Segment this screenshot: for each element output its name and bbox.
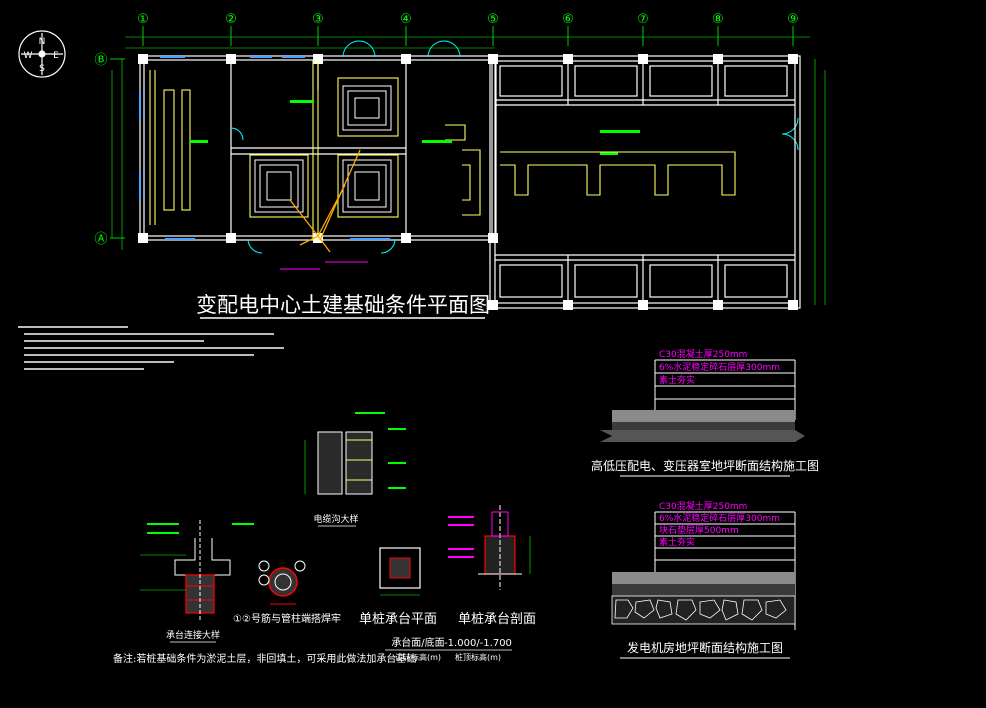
pile-table: 承台面/底面 -1.000/-1.700 设计标高(m) 桩顶标高(m) — [385, 636, 512, 662]
columns — [138, 54, 798, 310]
layer-b-3: 块石垫层厚500mm — [659, 524, 739, 536]
compass-icon: N E S W — [18, 30, 66, 78]
compass-s: S — [39, 64, 45, 74]
transformer-pits — [254, 85, 392, 213]
floor-section-a: C30混凝土厚250mm 6%水泥稳定碎石层厚300mm 素土夯实 高低压配电、… — [591, 348, 819, 477]
layer-b-2: 6%水泥稳定碎石层厚300mm — [659, 512, 780, 524]
green-room-notes — [190, 100, 640, 155]
magenta-annotations — [280, 261, 368, 270]
axis-b: Ⓑ — [94, 53, 107, 68]
layer-b-4: 素土夯实 — [659, 536, 695, 548]
general-notes — [18, 326, 284, 370]
pile-cap-plan: 单桩承台平面 — [359, 547, 437, 627]
axis-2: ② — [225, 12, 237, 27]
pile-section-title: 单桩承台剖面 — [458, 612, 536, 627]
axis-4: ④ — [400, 12, 412, 27]
axis-a: Ⓐ — [94, 232, 107, 247]
pile-table-r2-value: 桩顶标高(m) — [455, 652, 501, 662]
joint-detail-title: 承台连接大样 — [166, 629, 220, 641]
joint-detail: 承台连接大样 — [140, 520, 254, 643]
axis-6: ⑥ — [562, 12, 574, 27]
layer-a-1: C30混凝土厚250mm — [659, 348, 747, 360]
bottom-note: 备注:若桩基础条件为淤泥土层，非回填土，可采用此做法加承台基础 — [113, 652, 416, 665]
axis-7: ⑦ — [637, 12, 649, 27]
generator-trench — [500, 151, 736, 196]
pile-table-r1-label: 承台面/底面 — [391, 636, 444, 649]
top-dimension-lines — [111, 36, 826, 305]
axis-numbers: ① ② ③ ④ ⑤ ⑥ ⑦ ⑧ ⑨ Ⓑ Ⓐ — [94, 12, 798, 247]
doors — [230, 40, 799, 254]
pipe-tie-note: ①②号筋与管柱端搭焊牢 — [233, 612, 341, 625]
windows — [139, 56, 390, 240]
pipe-tie-detail: ①②号筋与管柱端搭焊牢 — [233, 560, 341, 625]
compass-n: N — [39, 37, 46, 47]
trench-detail: 电缆沟大样 — [304, 412, 406, 527]
pile-table-r2-label: 设计标高(m) — [395, 652, 441, 662]
axis-8: ⑧ — [712, 12, 724, 27]
floor-section-b: C30混凝土厚250mm 6%水泥稳定碎石层厚300mm 块石垫层厚500mm … — [611, 500, 796, 659]
floor-a-title: 高低压配电、变压器室地坪断面结构施工图 — [591, 458, 819, 473]
axis-9: ⑨ — [787, 12, 799, 27]
axis-1: ① — [137, 12, 149, 27]
building-right — [489, 55, 801, 309]
layer-a-3: 素土夯实 — [659, 374, 695, 386]
pile-plan-title: 单桩承台平面 — [359, 612, 437, 627]
main-title: 变配电中心土建基础条件平面图 — [196, 293, 490, 317]
compass-e: E — [53, 51, 59, 61]
pile-cap-section: 单桩承台剖面 — [448, 505, 536, 627]
axis-3: ③ — [312, 12, 324, 27]
axis-grid — [110, 26, 794, 239]
layer-a-2: 6%水泥稳定碎石层厚300mm — [659, 361, 780, 373]
axis-5: ⑤ — [487, 12, 499, 27]
layer-b-1: C30混凝土厚250mm — [659, 500, 747, 512]
floor-b-title: 发电机房地坪断面结构施工图 — [627, 640, 783, 655]
cable-trenches — [149, 60, 481, 240]
pile-table-r1-value: -1.000/-1.700 — [444, 638, 512, 649]
cable-route — [289, 149, 361, 253]
trench-detail-title: 电缆沟大样 — [313, 513, 358, 525]
compass-w: W — [24, 51, 33, 61]
